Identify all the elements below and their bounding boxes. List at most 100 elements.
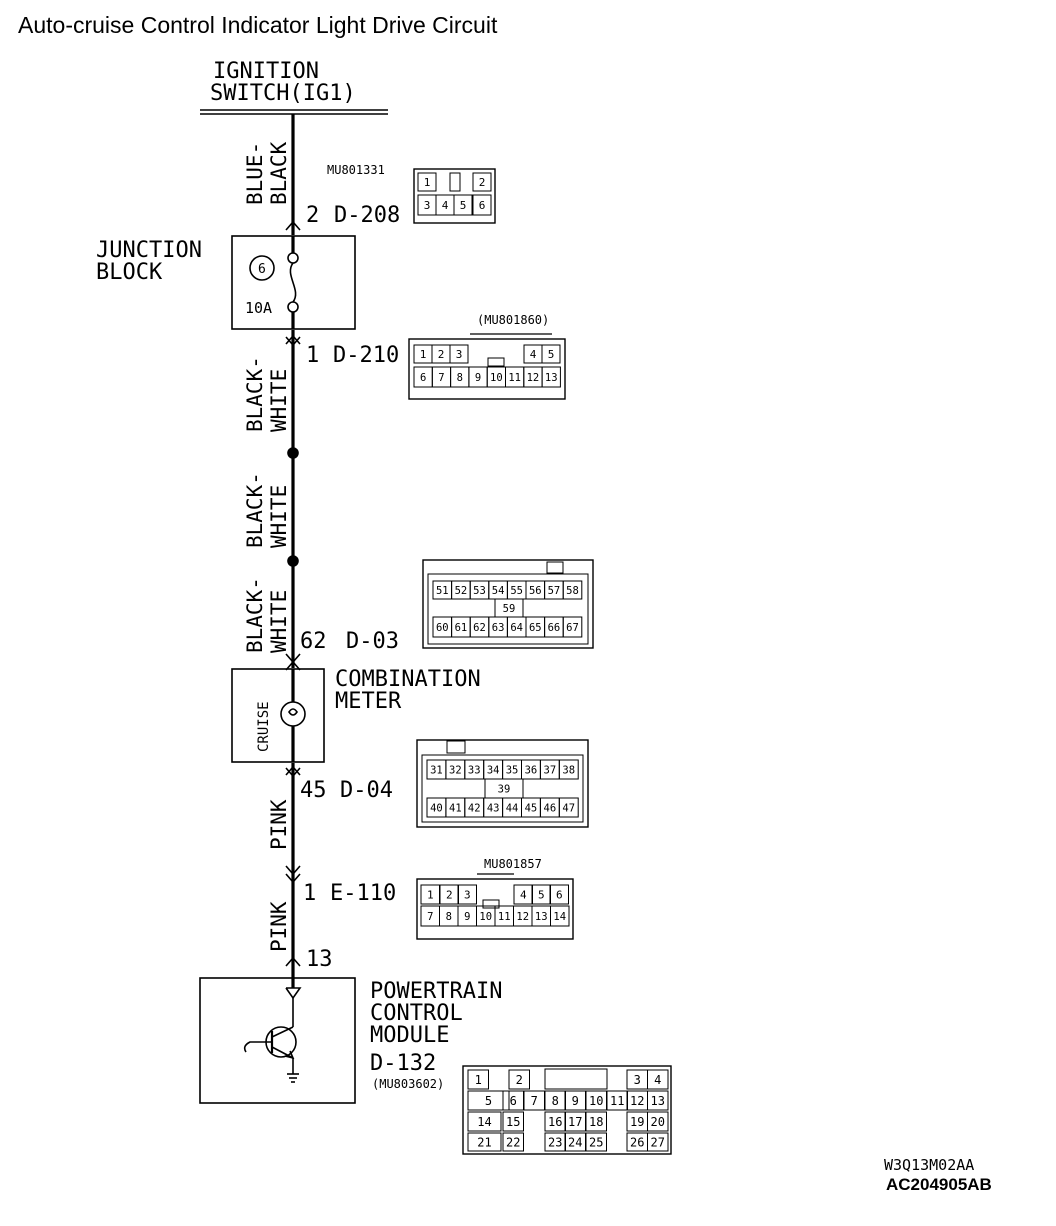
e110-part: MU801857	[484, 857, 542, 871]
connector-cavity-label: 10	[490, 372, 503, 384]
connector-cavity-label: 12	[516, 911, 529, 923]
connector-cavity-label: 22	[506, 1135, 520, 1149]
d132-part: (MU803602)	[372, 1077, 444, 1091]
connector-cavity-label: 13	[545, 372, 558, 384]
connector-cavity-label: 55	[510, 585, 523, 597]
connector-cavity-label: 64	[510, 622, 523, 634]
connector-cavity-label: 46	[544, 802, 557, 814]
wire-color-black-white-1: BLACK-	[243, 356, 267, 432]
d03-code: D-03	[346, 629, 399, 654]
d04-code: D-04	[340, 778, 393, 803]
connector-cavity-label: 12	[527, 372, 540, 384]
connector-cavity-label: 18	[589, 1115, 603, 1129]
combination-meter-label-2: METER	[335, 689, 402, 714]
connector-cavity-label: 21	[477, 1135, 491, 1149]
connector-cavity-label: 51	[436, 585, 449, 597]
connector-cavity-label: 7	[438, 372, 444, 384]
connector-cavity-label: 36	[525, 764, 538, 776]
connector-cavity-label: 58	[566, 585, 579, 597]
d04-pin: 45	[300, 778, 327, 803]
connector-cavity-label: 5	[548, 348, 555, 361]
svg-text:WHITE: WHITE	[267, 590, 291, 653]
connector-cavity-label: 11	[498, 911, 511, 923]
connector-cavity-label: 54	[492, 585, 505, 597]
connector-cavity-label: 62	[473, 622, 486, 634]
connector-cavity-label: 17	[568, 1115, 582, 1129]
connector-cavity-label: 63	[492, 622, 505, 634]
connector-cavity-label: 16	[548, 1115, 562, 1129]
connector-cavity-label: 8	[446, 911, 452, 923]
connector-cavity-label: 53	[473, 585, 486, 597]
connector-cavity-label: 2	[516, 1073, 523, 1087]
connector-cavity-label: 3	[456, 348, 463, 361]
connector-cavity-label: 33	[468, 764, 481, 776]
connector-cavity-label: 9	[475, 372, 481, 384]
connector-cavity-label: 27	[651, 1135, 665, 1149]
connector-cavity-label: 5	[485, 1094, 492, 1108]
connector-cavity-label: 8	[457, 372, 463, 384]
d210-part: (MU801860)	[477, 313, 549, 327]
connector-cavity-label: 6	[479, 199, 486, 212]
connector-cavity-label: 13	[651, 1094, 665, 1108]
connector-cavity-label: 10	[479, 911, 492, 923]
connector-cavity-label: 9	[572, 1094, 579, 1108]
junction-block-label-1: JUNCTION	[96, 238, 202, 263]
connector-cavity-label: 4	[520, 888, 527, 901]
pcm-box	[199, 977, 356, 1104]
connector-cavity-label: 41	[449, 802, 462, 814]
junction-block-label-2: BLOCK	[96, 260, 163, 285]
connector-cavity-label: 35	[506, 764, 519, 776]
connector-cavity-label: 14	[477, 1115, 491, 1129]
connector-cavity-label: 15	[506, 1115, 520, 1129]
connector-cavity-label: 34	[487, 764, 500, 776]
connector-cavity-label: 43	[487, 802, 500, 814]
connector-cavity-label: 60	[436, 622, 449, 634]
connector-cavity-label: 2	[479, 176, 486, 189]
d208-part: MU801331	[327, 163, 385, 177]
connector-cavity-label: 5	[538, 888, 545, 901]
connector-cavity-label: 13	[535, 911, 548, 923]
connector-cavity-label: 26	[630, 1135, 644, 1149]
connector-cavity-label: 5	[460, 199, 467, 212]
connector-cavity-label: 1	[424, 176, 431, 189]
connector-cavity-label: 59	[503, 603, 516, 615]
connector-cavity-label: 7	[531, 1094, 538, 1108]
drawing-code: W3Q13M02AA	[884, 1156, 974, 1174]
connector-cavity-label: 8	[552, 1094, 559, 1108]
connector-cavity-label: 23	[548, 1135, 562, 1149]
splice-point	[287, 447, 299, 459]
svg-text:BLACK: BLACK	[267, 141, 291, 205]
connector-cavity-label: 6	[420, 372, 426, 384]
connector-cavity-label: 1	[427, 888, 434, 901]
ignition-label-line1: IGNITION	[213, 59, 319, 84]
connector-cavity-label: 4	[654, 1073, 661, 1087]
pcm-label-3: MODULE	[370, 1023, 449, 1048]
connector-cavity-label: 11	[610, 1094, 624, 1108]
d03-pin: 62	[300, 629, 327, 654]
d208-code: D-208	[334, 203, 400, 228]
connector-cavity-label: 32	[449, 764, 462, 776]
connector-cavity-label: 52	[455, 585, 468, 597]
connector-cavity-label: 40	[430, 802, 443, 814]
connector-cavity-label: 3	[464, 888, 471, 901]
connector-cavity-label: 67	[566, 622, 579, 634]
connector-cavity-label: 45	[525, 802, 538, 814]
fuse-number-circle	[249, 255, 275, 281]
d132-code: D-132	[370, 1051, 436, 1076]
pcm-terminal-diode-icon	[285, 987, 302, 1000]
connector-cavity-label: 1	[420, 348, 427, 361]
connector-cavity-label: 57	[548, 585, 561, 597]
connector-cavity-label: 44	[506, 802, 519, 814]
wire-color-pink-2: PINK	[267, 901, 291, 952]
svg-text:WHITE: WHITE	[267, 485, 291, 548]
connector-cavity-label: 3	[424, 199, 431, 212]
connector-cavity-label: 2	[446, 888, 453, 901]
indicator-lamp-icon	[280, 701, 306, 727]
connector-cavity-label: 19	[630, 1115, 644, 1129]
connector-cavity-label: 61	[455, 622, 468, 634]
